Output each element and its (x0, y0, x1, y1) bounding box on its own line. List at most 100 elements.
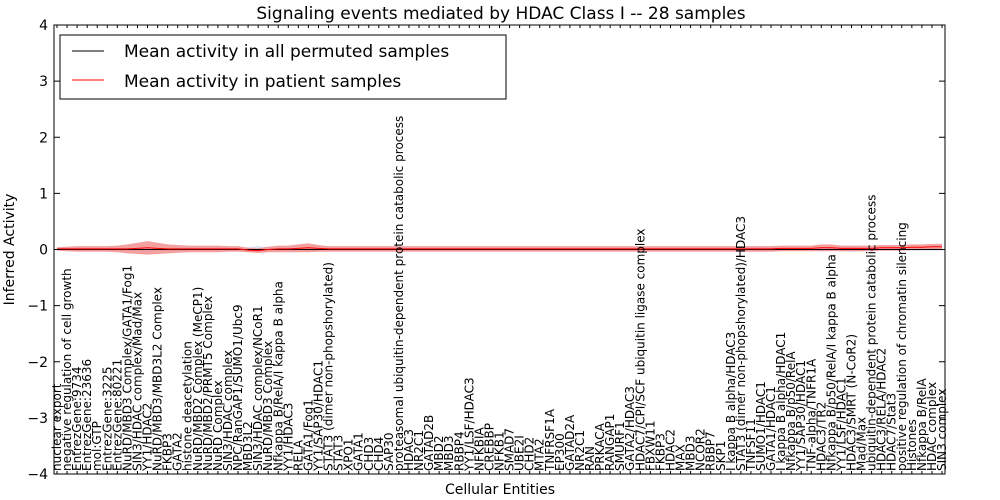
x-tick-label: TNFSF11 (744, 418, 758, 472)
y-tick-label: −1 (27, 299, 48, 315)
x-tick-label: HDAC3/TR2 (814, 402, 828, 471)
x-tick-label: positive regulation of chromatin silenci… (895, 222, 909, 471)
x-tick-label: YY1/SAP30/HDAC1 (311, 360, 325, 472)
x-tick-label: SIN3/HDAC complex/Mad/Max (130, 292, 144, 471)
x-tick-label: GATAD2B (422, 415, 436, 471)
x-tick-label: CHD4 (372, 437, 386, 471)
x-tick-label: HDAC3/RELA/HDAC2 (875, 348, 889, 471)
x-tick-label: SIN3/HDAC complex/NCoR1 (251, 305, 265, 471)
legend-label-patient: Mean activity in patient samples (124, 72, 401, 92)
x-tick-label: FKBP3 (653, 433, 667, 471)
x-tick-label: NR2C1 (573, 430, 587, 471)
x-tick-label: mol:GTP (90, 421, 104, 471)
x-tick-label: NuRD/MBD3 Complex/GATA1/Fog1 (120, 265, 134, 471)
y-tick-label: 3 (39, 74, 48, 90)
x-tick-label: STAT3 (dimer non-phopshorylated) (322, 262, 336, 471)
x-tick-label: UBE2I (513, 435, 527, 471)
x-tick-label: TNF-alpha/TNFR1A (804, 358, 818, 472)
x-tick-label: SKP1 (714, 441, 728, 471)
x-tick-label: GATA1/HDAC1 (764, 386, 778, 471)
x-tick-label: HDAC3/SMRT (N-CoR2) (844, 334, 858, 471)
x-tick-label: PRKACA (593, 422, 607, 471)
x-tick-label: SIN3/HDAC complex (221, 350, 235, 471)
x-tick-label: Histones (905, 419, 919, 471)
x-tick-label: NR2C1 (412, 430, 426, 471)
x-tick-label: EP300 (553, 433, 567, 471)
x-tick-label: MTA2 (533, 438, 547, 471)
x-tick-label: STAT3 (332, 435, 346, 471)
x-tick-label: CHD3 (362, 437, 376, 471)
x-tick-label: NCOR2 (694, 428, 708, 471)
x-tick-label: GATA1/Fog1 (301, 399, 315, 471)
x-tick-label: YY1/HDAC3 (281, 403, 295, 472)
x-tick-label: I kappa B alpha/HDAC3 (724, 332, 738, 471)
x-tick-label: NuRD/MBD2 Complex (MeCP1) (191, 287, 205, 471)
x-tick-label: NuRD Complex (211, 380, 225, 471)
y-tick-label: 0 (39, 243, 48, 259)
x-tick-label: EntrezGene:9734 (70, 367, 84, 472)
x-tick-label: NFKB1 (493, 431, 507, 471)
x-tick-label: SIN3 complex (935, 389, 949, 471)
x-tick-label: Mad/Max (855, 417, 869, 471)
series-band-1 (57, 241, 942, 255)
x-tick-label: MBD3 (684, 436, 698, 471)
x-tick-label: SMAD7 (503, 428, 517, 471)
x-tick-label: CHD2 (523, 437, 537, 471)
x-tick-label: Nfkappa B/p50/RelA/I kappa B alpha (824, 254, 838, 471)
y-axis-label: Inferred Activity (2, 194, 18, 306)
x-tick-label: SMURF1 (613, 421, 627, 471)
x-tick-label: HDAC complex (925, 382, 939, 471)
x-tick-label: EntrezGene:23636 (80, 359, 94, 471)
x-tick-label: SUMO1/HDAC1 (754, 381, 768, 471)
x-tick-label: GATA2/HDAC3 (623, 386, 637, 471)
x-tick-label: Nfkappa B/RelA (915, 378, 929, 471)
x-tick-label: YY1/SAP30/HDAC1 (794, 360, 808, 472)
y-tick-label: −2 (27, 355, 48, 371)
x-tick-label: MBD2 (432, 436, 446, 471)
y-tick-label: −3 (27, 411, 48, 427)
x-tick-label: YY1/HDAC2 (141, 403, 155, 472)
x-tick-label: HDAC2 (663, 429, 677, 471)
y-tick-label: 2 (39, 130, 48, 146)
x-tick-label: YY1/LSF/HDAC3 (462, 377, 476, 472)
x-tick-label: XPO1 (342, 438, 356, 471)
x-tick-label: Nfkappa B/RelA/I kappa B alpha (271, 281, 285, 471)
x-tick-label: SAP30 (382, 432, 396, 471)
y-tick-label: 4 (39, 18, 48, 34)
x-tick-label: MBD3 (442, 436, 456, 471)
x-tick-label: CREBBP (482, 423, 496, 471)
x-tick-label: EntrezGene:80221 (110, 359, 124, 471)
x-tick-label: RBBP7 (704, 431, 718, 471)
x-tick-label: HDAC7/Stat3 (885, 393, 899, 471)
x-tick-label: TNFRSF1A (543, 408, 557, 472)
x-tick-label: RANGAP1 (603, 414, 617, 471)
x-tick-label: NuRD/MBD3/MBD3L2 Complex (151, 287, 165, 471)
legend-frame (59, 34, 507, 100)
x-tick-label: EntrezGene:3225 (100, 367, 114, 472)
x-tick-label: ubiquitin-dependent protein catabolic pr… (865, 195, 879, 471)
x-tick-label: NuRD/MBD2/PRMT5 Complex (201, 296, 215, 471)
x-tick-label: proteasomal ubiquitin-dependent protein … (392, 116, 406, 471)
chart-title: Signaling events mediated by HDAC Class … (256, 4, 745, 24)
x-tick-label: RELA (291, 439, 305, 471)
x-tick-label: FKBP3 (161, 433, 175, 471)
x-tick-label: histone deacetylation (181, 341, 195, 471)
x-tick-label: GATAD2A (563, 414, 577, 471)
y-tick-label: 1 (39, 186, 48, 202)
x-tick-label: YY1/LSF/HDAC1 (834, 377, 848, 472)
x-tick-label: MAX (674, 444, 688, 471)
x-tick-label: RAN (583, 446, 597, 471)
x-tick-label: Nfkappa B/p50/RelA (784, 351, 798, 471)
x-tick-label: NuRD/MBD3 Complex (261, 341, 275, 471)
y-tick-label: −4 (27, 467, 48, 483)
x-tick-label: NPC/RanGAP1/SUMO1/Ubc9 (231, 304, 245, 471)
legend-label-permuted: Mean activity in all permuted samples (124, 42, 449, 62)
x-tick-label: STAT3 (dimer non-phopshorylated)/HDAC3 (734, 216, 748, 471)
x-tick-label: FBXW11 (643, 421, 657, 472)
x-tick-label: HDAC3 (402, 429, 416, 471)
x-tick-label: I kappa B alpha/HDAC1 (774, 332, 788, 471)
x-tick-label: GATA2 (171, 432, 185, 471)
x-tick-label: MBD3L2 (241, 421, 255, 471)
